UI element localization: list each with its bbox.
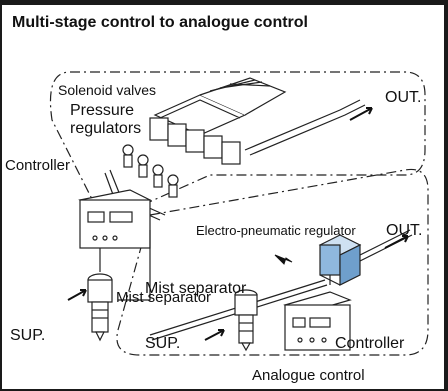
analogue-group-outline [116,168,429,356]
solenoid-valve-bank [149,77,287,165]
controller-top-unit [78,189,152,249]
pressure-regulators [122,144,179,198]
bottom-border [0,389,448,391]
label-pressure: Pressure [70,102,135,119]
label-controller-bottom: Controller [335,335,405,352]
label-sup-left: SUP. [10,327,46,344]
label-out-bottom: OUT. [386,222,423,239]
pointer-arrow-epr [274,254,293,265]
diagram-title: Multi-stage control to analogue control [12,14,308,31]
electro-pneumatic-regulator [318,234,362,286]
sup-arrow-left [67,289,87,301]
top-border [0,0,448,5]
multistage-group-outline [49,71,426,218]
label-solenoid-valves: Solenoid valves [58,82,157,98]
out-arrow-top [349,107,373,121]
right-border [444,0,448,391]
label-out-top: OUT. [385,89,422,106]
label-regulators: regulators [70,120,142,137]
out-arrow-bottom [384,235,409,249]
mist-separator-left [87,273,113,342]
sup-arrow-bottom [204,329,225,341]
label-controller-top: Controller [5,157,71,174]
label-mist-separator-2: Mist separator [116,289,212,306]
left-border [0,0,2,391]
label-mist-separator-1: Mist separator [145,280,247,297]
mist-separator-bottom [234,289,258,352]
controller-bottom-unit [283,291,352,351]
label-analogue-control: Analogue control [252,367,365,384]
label-electro-pneumatic-regulator: Electro-pneumatic regulator [196,223,356,238]
supply-piping-left [99,230,151,301]
label-sup-bottom: SUP. [145,335,181,352]
